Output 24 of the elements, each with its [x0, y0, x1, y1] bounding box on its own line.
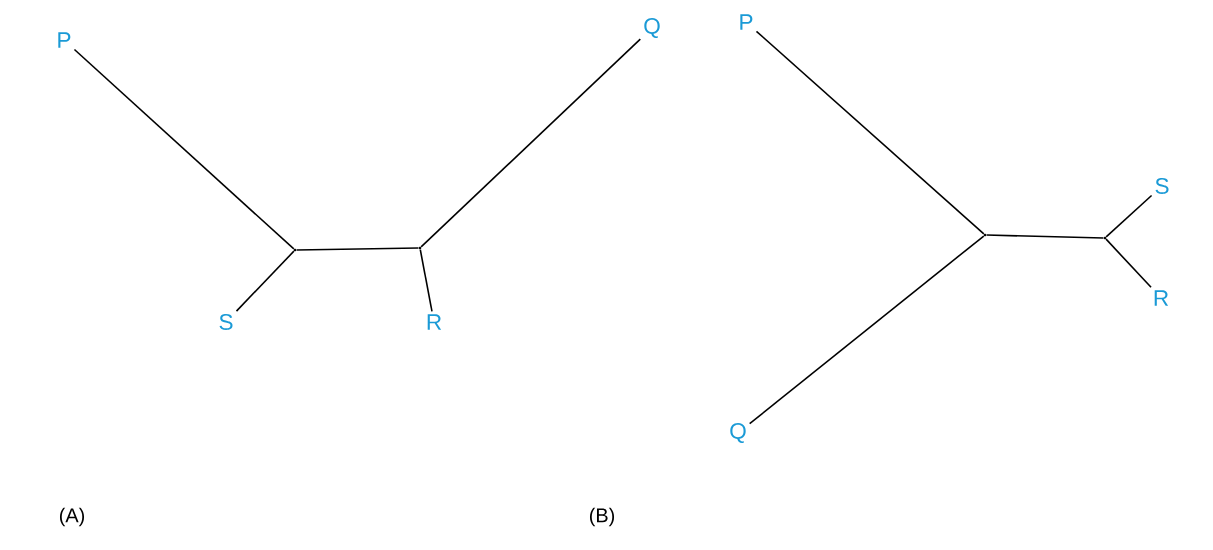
- branch-point: [418, 246, 422, 250]
- leaf-label: R: [427, 314, 442, 330]
- branch-line: [419, 248, 433, 313]
- branch-line: [420, 38, 642, 248]
- branch-line: [748, 235, 985, 425]
- branch-line: [73, 48, 295, 250]
- branch-line: [235, 250, 295, 312]
- branch-line: [985, 234, 1105, 239]
- branch-line: [295, 247, 420, 251]
- branch-line: [1105, 238, 1152, 289]
- leaf-label: Q: [730, 422, 746, 443]
- branch-line: [755, 30, 985, 235]
- leaf-label: P: [740, 14, 753, 30]
- branch-point: [293, 248, 297, 252]
- branch-line: [1105, 194, 1153, 238]
- leaf-label: R: [1154, 290, 1169, 306]
- branch-point: [1103, 236, 1107, 240]
- leaf-label: P: [58, 32, 71, 48]
- leaf-label: S: [1155, 178, 1169, 194]
- leaf-label: Q: [644, 18, 660, 38]
- leaf-label: S: [219, 314, 233, 330]
- branch-point: [983, 233, 987, 237]
- panel-label: (A): [59, 507, 85, 527]
- panel-label: (B): [589, 507, 615, 527]
